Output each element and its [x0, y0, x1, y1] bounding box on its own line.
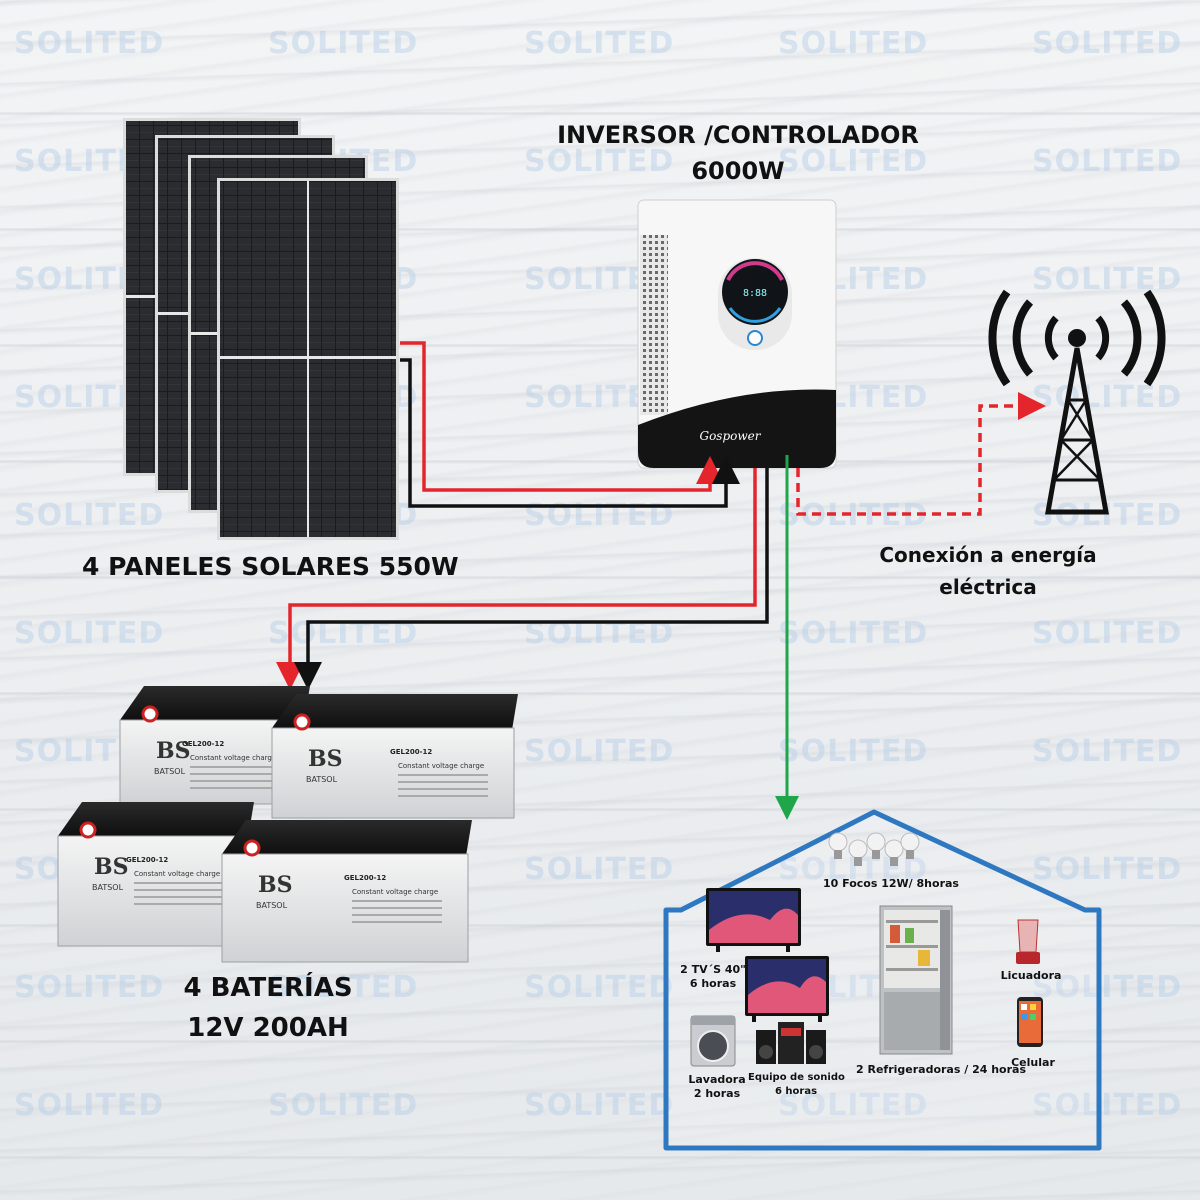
batteries-label-line1: 4 BATERÍAS — [183, 973, 353, 1003]
watermark-text: SOLITED — [524, 852, 675, 887]
solar-panel-4 — [217, 178, 399, 540]
panels-label: 4 PANELES SOLARES 550W — [82, 552, 459, 581]
battery-model: GEL200-12 — [126, 856, 168, 864]
inverter-title-line2: 6000W — [691, 157, 785, 185]
washer-label-line1: Lavadora — [688, 1073, 746, 1086]
batteries-label-line2: 12V 200AH — [187, 1013, 349, 1043]
battery-brand-logo: BS — [94, 854, 128, 880]
panel-to-inverter-wires — [400, 341, 740, 508]
washer-label-line2: 2 horas — [693, 1087, 741, 1100]
battery-brand-logo: BS — [156, 738, 190, 764]
phone-icon — [1017, 997, 1043, 1047]
grid-label: Conexión a energía eléctrica — [866, 539, 1110, 603]
watermark-text: SOLITED — [778, 852, 928, 887]
watermark-text: SOLITED — [778, 616, 929, 651]
watermark-text: SOLITED — [524, 970, 675, 1005]
washing-machine-icon — [690, 1015, 736, 1067]
battery-model: GEL200-12 — [344, 874, 386, 882]
battery-brand-logo: BS — [258, 872, 292, 898]
watermark-text: SOLITED — [268, 970, 419, 1005]
battery-spec-title: Constant voltage charge — [352, 888, 438, 896]
blender-icon — [1016, 919, 1040, 964]
watermark-text: SOLITED — [524, 144, 675, 179]
tv-label-line2: 6 horas — [689, 977, 737, 990]
watermark-text: SOLITED — [268, 26, 419, 61]
watermark-text: SOLITED — [1032, 380, 1183, 415]
inverter-title: INVERSOR /CONTROLADOR 6000W — [557, 121, 919, 185]
washer-label: Lavadora 2 horas — [684, 1073, 750, 1101]
sound-label-line2: 6 horas — [774, 1086, 818, 1097]
inverter-title-line1: INVERSOR /CONTROLADOR — [557, 121, 919, 149]
battery-model: GEL200-12 — [182, 740, 224, 748]
battery-brand: BATSOL — [306, 775, 338, 784]
watermark-text: SOLITED — [14, 616, 165, 651]
watermark-text: SOLITED — [1032, 262, 1183, 297]
svg-text:8:88: 8:88 — [743, 288, 767, 299]
tv-label: 2 TV´S 40" 6 horas — [676, 963, 750, 991]
tv-icon-2 — [745, 956, 829, 1022]
watermark-text: SOLITED — [1032, 616, 1183, 651]
tv-icon — [706, 888, 801, 952]
tv-label-line1: 2 TV´S 40" — [680, 963, 746, 976]
watermark-text: SOLITED — [524, 26, 675, 61]
watermark-text: SOLITED — [1032, 970, 1183, 1005]
battery-brand: BATSOL — [154, 767, 186, 776]
battery-brand-logo: BS — [308, 746, 342, 772]
batteries-label: 4 BATERÍAS 12V 200AH — [170, 968, 366, 1048]
watermark-text: SOLITED — [778, 734, 929, 769]
watermark-text: SOLITED — [1032, 1088, 1183, 1123]
watermark-text: SOLITED — [14, 1088, 165, 1123]
grid-connection-wire — [796, 392, 1046, 516]
battery-spec-title: Constant voltage charge — [398, 762, 484, 770]
watermark-text: SOLITED — [778, 144, 929, 179]
battery-spec-title: Constant voltage charge — [190, 754, 276, 762]
battery-brand: BATSOL — [92, 883, 124, 892]
inverter: Gospower 8:88 — [637, 199, 837, 469]
phone-label: Celular — [1011, 1056, 1055, 1069]
watermark-text: SOLITED — [1032, 144, 1183, 179]
battery-brand: BATSOL — [256, 901, 288, 910]
battery-spec-title: Constant voltage charge — [134, 870, 220, 878]
watermark-text: SOLITED — [778, 26, 929, 61]
watermark-text: SOLITED — [524, 734, 675, 769]
watermark-text: SOLITED — [1032, 852, 1183, 887]
inverter-brand-label: Gospower — [700, 429, 762, 443]
watermark-text: SOLITED — [524, 1088, 675, 1123]
watermark-text: SOLITED — [268, 1088, 419, 1123]
fridge-label: 2 Refrigeradoras / 24 horas — [856, 1063, 1027, 1076]
watermark-text: SOLITED — [14, 26, 165, 61]
sound-label: Equipo de sonido 6 horas — [748, 1071, 845, 1099]
watermark-text: SOLITED — [14, 970, 165, 1005]
watermark-text: SOLITED — [778, 1088, 928, 1123]
watermark-text: SOLITED — [1032, 734, 1183, 769]
watermark-text: SOLITED — [14, 498, 165, 533]
blender-label: Licuadora — [1000, 969, 1062, 982]
watermark-text: SOLITED — [1032, 26, 1183, 61]
grid-label-line1: Conexión a energía — [879, 543, 1097, 567]
sound-system-icon — [756, 1022, 826, 1064]
battery-model: GEL200-12 — [390, 748, 432, 756]
sound-label-line1: Equipo de sonido — [748, 1072, 845, 1083]
lights-label: 10 Focos 12W/ 8horas — [823, 877, 959, 890]
inverter-to-battery-wires — [276, 468, 769, 690]
inverter-display: 8:88 — [718, 258, 792, 350]
antenna-tower-icon — [988, 289, 1166, 515]
grid-label-line2: eléctrica — [939, 575, 1037, 599]
light-bulbs-icon — [828, 832, 920, 866]
watermark-text: SOLITED — [524, 498, 675, 533]
refrigerator-icon — [879, 905, 953, 1055]
